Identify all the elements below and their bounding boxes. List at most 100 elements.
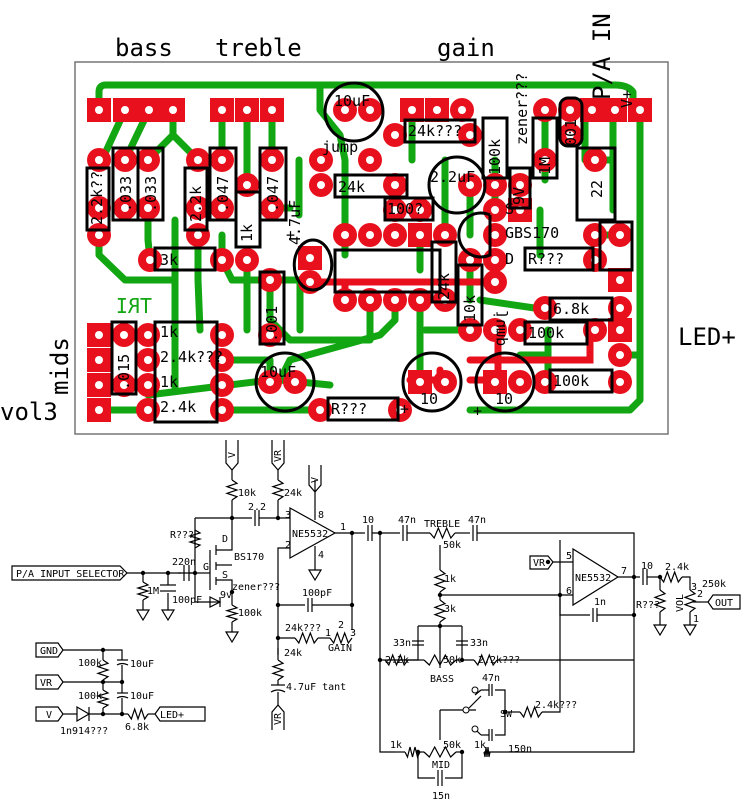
round-pad — [358, 148, 382, 172]
schematic-label-c10-out1: 10 — [362, 515, 374, 526]
round-pad — [533, 148, 557, 172]
value-r-24k: 24k — [338, 178, 365, 196]
schematic-label-sw: SW — [500, 709, 513, 720]
schematic-label-r250k: 250k — [702, 579, 726, 590]
resistor-zigzag — [96, 659, 110, 681]
round-pad — [136, 148, 160, 172]
schematic-label-r1k: 1k — [444, 574, 456, 585]
cap-001-pink-outline — [558, 96, 584, 148]
schematic-label-c100pf-in: 100pF — [172, 595, 202, 606]
junction-dot — [119, 679, 125, 685]
junction-dot — [557, 592, 563, 598]
resistor-zigzag — [271, 479, 285, 501]
resistor-zigzag — [423, 653, 457, 667]
cap-2-2uf-outline — [427, 155, 487, 215]
schematic-label-pin8: 8 — [318, 510, 324, 521]
round-pad — [210, 196, 234, 220]
schematic-label-treble: TREBLE — [424, 519, 460, 530]
res-6-8k-outline — [548, 296, 614, 322]
schematic-label-pin3: 3 — [285, 510, 291, 521]
resistor-zigzag — [433, 599, 447, 623]
ground-icon — [135, 609, 151, 622]
switch-lever — [468, 695, 482, 709]
schematic-label-r1k-mid-a: 1k — [390, 740, 402, 751]
round-pad — [112, 323, 136, 347]
cap-10uf-bottom-outline — [254, 351, 316, 413]
schematic-label-vr-bottom: VR — [273, 712, 284, 725]
round-pad — [483, 198, 507, 222]
schematic-label-c100pf-fb: 100pF — [302, 588, 332, 599]
round-pad — [450, 98, 474, 122]
value-r-2-2k: 2.2k — [187, 186, 205, 222]
ports — [11, 440, 741, 730]
resistor-zigzag — [473, 653, 498, 667]
schematic-label-c150n: 150n — [508, 744, 532, 755]
resistor-zigzag — [127, 707, 149, 721]
schematic-label-pa-input: P/A INPUT SELECTOR — [16, 569, 125, 580]
ground-icon — [160, 609, 176, 622]
value-c-10-a: 10 — [420, 390, 438, 408]
ground-icon — [682, 624, 698, 637]
cap-10-b-outline — [474, 351, 536, 413]
resistor-zigzag — [294, 631, 319, 645]
schematic-label-r10k: 10k — [238, 488, 256, 499]
port-v-top — [225, 440, 239, 471]
schematic-label-zener: zener??? — [232, 582, 280, 593]
resistor-zigzag — [135, 581, 151, 601]
diode-1n914-symbol — [76, 705, 91, 723]
round-pad — [210, 398, 234, 422]
cap-033-b-outline — [136, 146, 165, 222]
round-pad — [258, 323, 282, 347]
value-r-1m: 1M — [536, 157, 554, 175]
resistor-zigzag — [429, 526, 456, 540]
schematic-label-zener-9v: 9v — [220, 590, 232, 601]
round-pad — [333, 288, 357, 312]
value-c-10uf-bottom: 10uF — [260, 363, 296, 381]
junction-dot — [545, 559, 551, 565]
switch-contact-top — [471, 686, 479, 694]
junction-dot — [275, 635, 281, 641]
round-pad — [136, 196, 160, 220]
pcb-board-outline — [74, 61, 669, 435]
resistor-symbols — [95, 479, 697, 759]
port-v — [35, 706, 64, 722]
port-pa-input — [11, 565, 128, 581]
round-pad — [87, 196, 111, 220]
schematic-label-vol-p3: 3 — [691, 582, 697, 593]
junction-dot — [459, 657, 465, 663]
round-pad — [186, 196, 210, 220]
round-pad — [383, 198, 407, 222]
cap-047-b-outline — [258, 146, 288, 222]
schematic-label-r24k-top: 24k — [284, 488, 302, 499]
square-pad — [298, 246, 322, 270]
value-r-2-4k: 2.4k — [160, 398, 196, 416]
diode-outline — [598, 220, 634, 272]
round-pad — [583, 148, 607, 172]
zener-9v-outline — [508, 166, 532, 210]
cap-10uf-top-outline — [323, 81, 385, 143]
square-pad — [508, 198, 532, 222]
square-pad — [235, 98, 259, 122]
round-pad — [383, 123, 407, 147]
schematic-label-r2-4k-q: 2.4k??? — [535, 700, 577, 711]
round-pad — [608, 223, 632, 247]
junction-dot — [229, 515, 235, 521]
label-plus-4-7: + — [286, 226, 295, 244]
schematic-label-c47n-b: 47n — [468, 515, 486, 526]
component-outlines — [85, 81, 634, 424]
value-r-10k-v: 10k — [461, 295, 479, 322]
cap-015-outline — [110, 320, 138, 396]
schematic-label-pin2: 2 — [285, 540, 291, 551]
value-r-unknown-right: R??? — [528, 250, 564, 268]
square-pad — [608, 318, 632, 342]
round-pad — [358, 288, 382, 312]
schematic-label-led: LED+ — [160, 710, 184, 721]
schematic-label-c220n: 220n — [172, 557, 196, 568]
square-pad — [87, 323, 111, 347]
round-pad — [258, 370, 282, 394]
ic-ne5532-outline — [333, 248, 442, 294]
junction-dot — [275, 515, 281, 521]
junction-dot — [459, 749, 465, 755]
schematic-label-gain-p1: 1 — [325, 628, 331, 639]
value-r-3k: 3k — [160, 251, 178, 269]
